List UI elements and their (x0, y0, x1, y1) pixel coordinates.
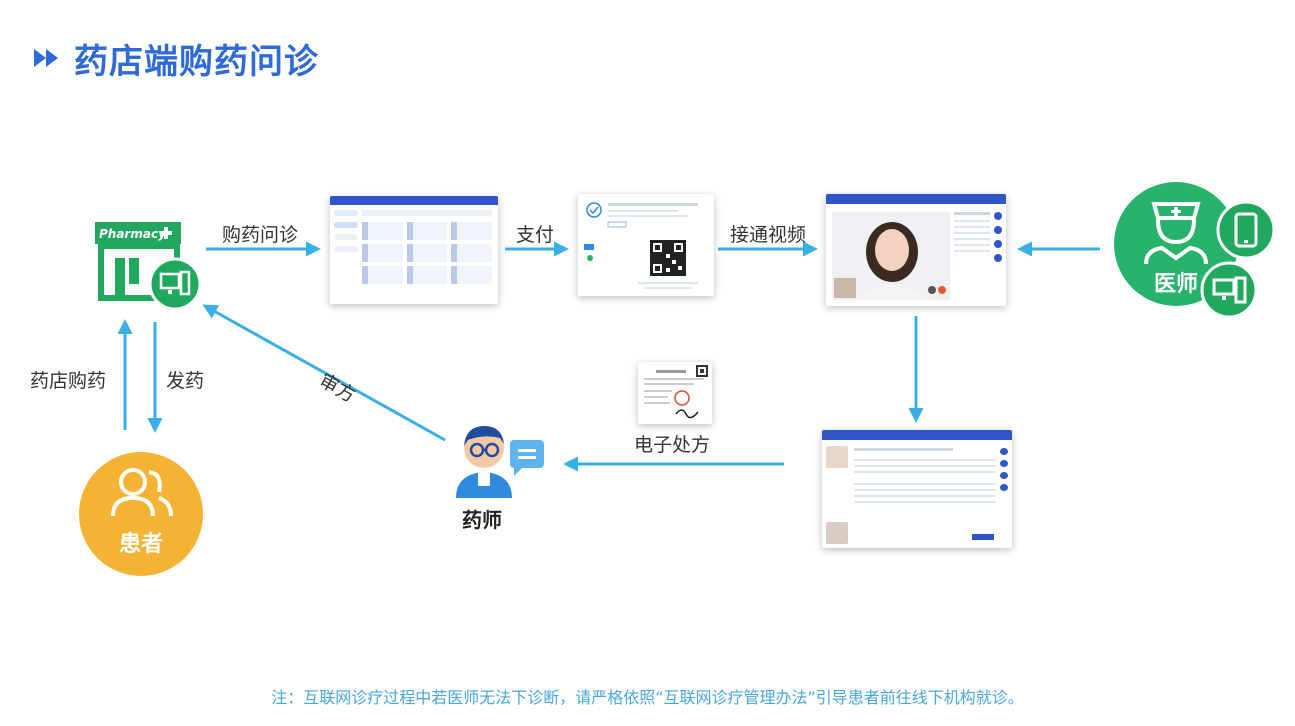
label-buy: 药店购药 (30, 370, 107, 392)
patient-node: 患者 (79, 452, 203, 576)
payment-content (584, 202, 698, 289)
doctor-icon (1114, 182, 1276, 319)
double-play-icon (34, 49, 58, 67)
pharmacy-node: Pharmacy (93, 218, 205, 311)
prescription-screenshot (822, 430, 1012, 548)
doctor-node: 医师 (1112, 180, 1280, 320)
page-title-text: 药店端购药问诊 (74, 41, 319, 82)
patient-label: 患者 (119, 532, 164, 557)
pharmacist-node: 药师 (452, 418, 552, 532)
footer-note: 注：互联网诊疗过程中若医师无法下诊断，请严格依照“互联网诊疗管理办法”引导患者前… (271, 688, 1024, 707)
eprescription-thumbnail (638, 362, 712, 424)
doctor-video-avatar (834, 222, 946, 300)
pharmacy-icon (95, 222, 202, 311)
arrow-review (202, 304, 446, 442)
label-pay: 支付 (516, 224, 555, 246)
pharmacy-sign-text: Pharmacy (99, 227, 166, 241)
video-screenshot (826, 194, 1006, 306)
label-eprescription: 电子处方 (634, 434, 711, 456)
patient-icon (111, 468, 173, 517)
payment-screenshot (578, 194, 714, 296)
consult-screenshot (330, 196, 498, 304)
label-dispense: 发药 (166, 370, 205, 392)
pharmacist-icon (456, 426, 544, 498)
page-title: 药店端购药问诊 (32, 30, 319, 86)
pharmacist-label: 药师 (462, 508, 502, 532)
eprescription-paper (644, 365, 708, 419)
label-video: 接通视频 (730, 224, 807, 246)
label-consult: 购药问诊 (222, 224, 299, 246)
doctor-label: 医师 (1154, 272, 1199, 297)
